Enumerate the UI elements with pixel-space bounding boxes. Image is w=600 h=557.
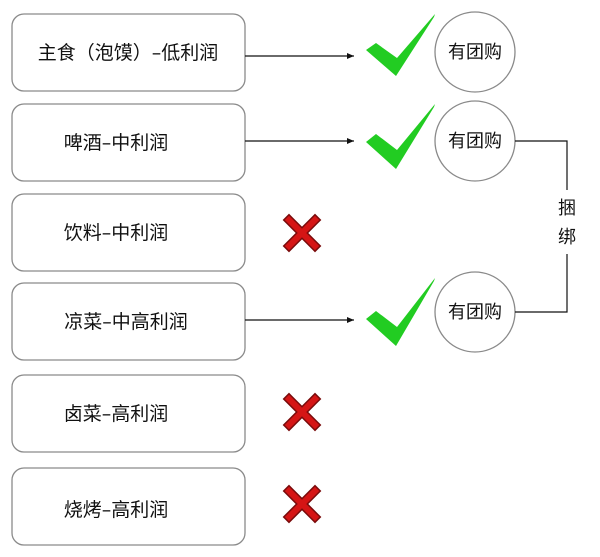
item-box-braised-dishes: 卤菜–高利润: [11, 374, 246, 453]
item-label: 烧烤–高利润: [64, 499, 169, 521]
bundle-label-1: 捆: [558, 198, 576, 219]
check-icon: [366, 14, 435, 76]
item-label: 啤酒–中利润: [64, 132, 169, 154]
check-icon: [366, 104, 435, 169]
item-box-staple: 主食（泡馍）–低利润: [11, 13, 246, 92]
item-box-cold-dishes: 凉菜–中高利润: [11, 282, 246, 361]
group-buy-label: 有团购: [448, 131, 502, 152]
item-label: 饮料–中利润: [64, 222, 169, 244]
group-buy-label: 有团购: [448, 302, 502, 323]
bundle-label-2: 绑: [558, 227, 576, 248]
item-box-drinks: 饮料–中利润: [11, 193, 246, 272]
item-box-barbecue: 烧烤–高利润: [11, 467, 246, 546]
item-label: 凉菜–中高利润: [64, 311, 188, 333]
cross-icon: [282, 392, 322, 432]
cross-icon: [282, 213, 322, 253]
cross-icon: [282, 484, 322, 524]
item-label: 卤菜–高利润: [64, 403, 169, 425]
group-buy-node: 有团购: [434, 100, 516, 182]
item-box-beer: 啤酒–中利润: [11, 103, 246, 182]
group-buy-node: 有团购: [434, 271, 516, 353]
group-buy-label: 有团购: [448, 42, 502, 63]
item-label: 主食（泡馍）–低利润: [38, 42, 219, 64]
group-buy-node: 有团购: [434, 11, 516, 93]
check-icon: [366, 278, 435, 346]
